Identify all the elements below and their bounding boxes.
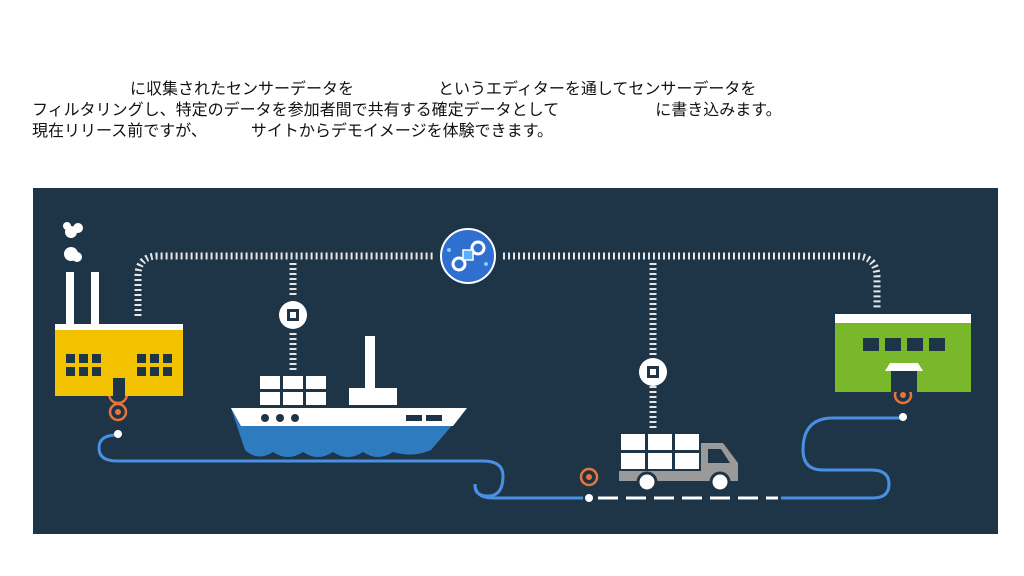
blockchain-hub-icon [440, 228, 496, 284]
sensor-chip-icon [639, 358, 667, 386]
text-line-1: に収集されたセンサーデータを というエディターを通してセンサーデータを [32, 78, 992, 99]
text-line-3-part-2: サイトからデモイメージを体験できます。 [250, 121, 553, 140]
factory-icon [55, 222, 183, 396]
text-line-1-part-2: というエディターを通してセンサーデータを [438, 79, 757, 98]
description-text: に収集されたセンサーデータを というエディターを通してセンサーデータを フィルタリ… [32, 78, 992, 141]
text-line-2-part-1: フィルタリングし、特定のデータを参加者間で共有する確定データとして [32, 100, 560, 119]
warehouse-icon [835, 314, 971, 392]
ship-icon [231, 336, 467, 457]
location-pin-icon [579, 467, 599, 502]
text-line-2-part-2: に書き込みます。 [655, 100, 782, 119]
supply-chain-svg [33, 188, 998, 534]
text-line-2: フィルタリングし、特定のデータを参加者間で共有する確定データとして に書き込みます… [32, 99, 992, 120]
text-line-3-part-1: 現在リリース前ですが、 [32, 121, 207, 140]
delivery-route-line [97, 416, 903, 500]
location-pin-icon [107, 383, 129, 438]
sensor-chip-icon [279, 301, 307, 329]
text-line-1-part-1: に収集されたセンサーデータを [130, 79, 355, 98]
text-line-3: 現在リリース前ですが、 サイトからデモイメージを体験できます。 [32, 120, 992, 141]
truck-icon [619, 434, 738, 493]
data-connection-lines [134, 252, 881, 430]
supply-chain-illustration [33, 188, 998, 534]
